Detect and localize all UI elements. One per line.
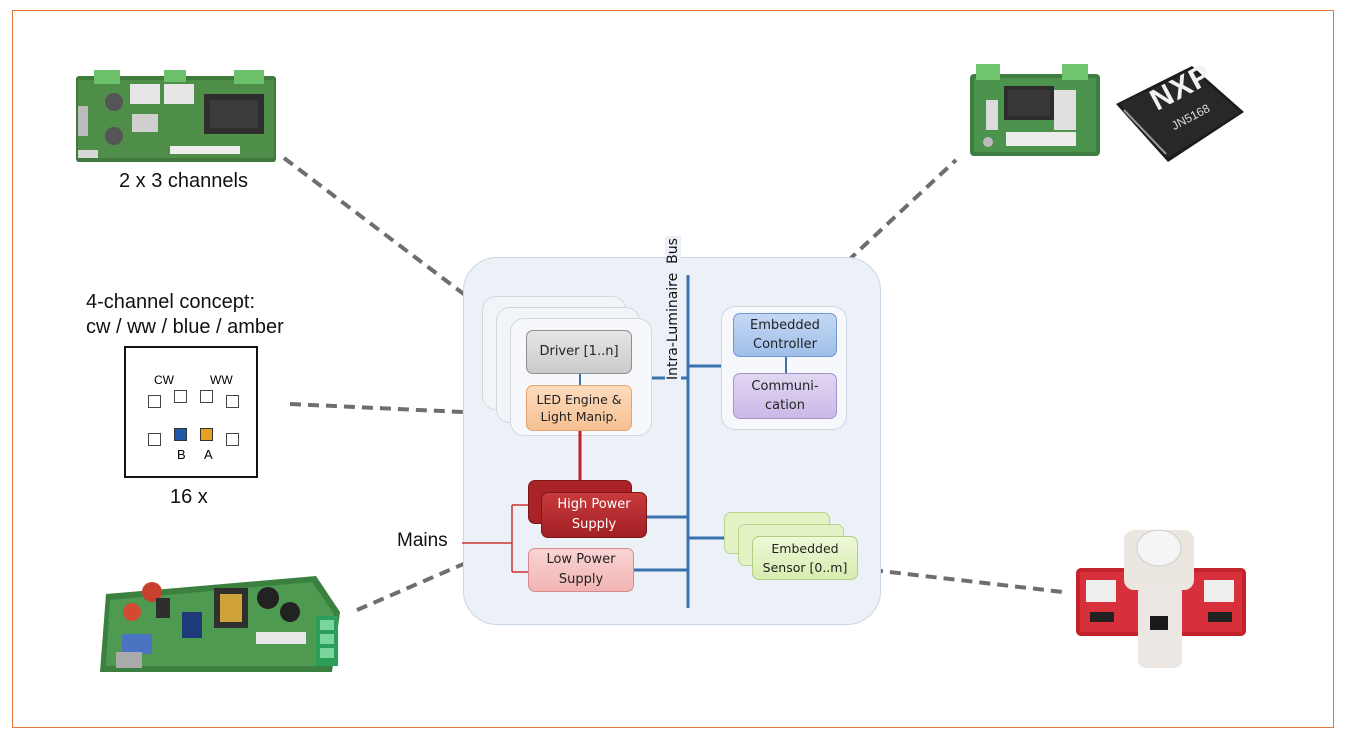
driver-board-photo: [76, 70, 276, 162]
high-power-label-line1: High Power: [557, 497, 631, 512]
controller-label-line1: Embedded: [750, 318, 820, 333]
mains-label: Mains: [397, 530, 448, 551]
nxp-chip-photo: [1116, 66, 1244, 162]
low-power-label-line1: Low Power: [546, 552, 616, 567]
sensor-label-line1: Embedded: [771, 541, 839, 556]
power-supply-board-photo: [100, 576, 340, 672]
driver-board-caption: 2 x 3 channels: [119, 170, 248, 192]
low-power-label-line2: Supply: [558, 572, 604, 587]
label-b: B: [177, 447, 186, 462]
concept-title-line1: 4-channel concept:: [86, 291, 256, 313]
driver-label: Driver [1..n]: [539, 344, 619, 359]
led-cw-2: [174, 390, 187, 403]
connector-sensor-board: [871, 568, 1064, 594]
embedded-sensor-box: Embedded Sensor [0..m]: [752, 536, 858, 580]
led-ww-1: [200, 390, 213, 403]
communication-label-line2: cation: [764, 398, 805, 413]
bus-label: Intra-Luminaire Bus: [665, 236, 681, 382]
label-ww: WW: [210, 373, 233, 387]
high-power-supply-box: High Power Supply: [541, 492, 647, 538]
sensor-label-line2: Sensor [0..m]: [762, 560, 848, 575]
led-blue: [174, 428, 187, 441]
led-white-4: [226, 433, 239, 446]
led-ww-2: [226, 395, 239, 408]
connector-controller-board: [806, 158, 958, 300]
embedded-controller-box: Embedded Controller: [733, 313, 837, 357]
led-cw-1: [148, 395, 161, 408]
label-cw: CW: [154, 373, 174, 387]
led-engine-box: LED Engine & Light Manip.: [526, 385, 632, 431]
controller-label-line2: Controller: [753, 337, 817, 352]
low-power-supply-box: Low Power Supply: [528, 548, 634, 592]
led-engine-label-line2: Light Manip.: [540, 409, 618, 424]
communication-label-line1: Communi-: [751, 379, 819, 394]
communication-box: Communi- cation: [733, 373, 837, 419]
connector-power-board: [356, 554, 483, 612]
led-amber: [200, 428, 213, 441]
connector-driver-board: [282, 156, 508, 328]
controller-board-photo: [970, 64, 1100, 156]
high-power-label-line2: Supply: [571, 517, 617, 532]
sensor-board-photo: [1076, 529, 1246, 668]
led-engine-label-line1: LED Engine &: [536, 392, 622, 407]
label-a: A: [204, 447, 213, 462]
concept-count: 16 x: [170, 486, 208, 508]
led-white-3: [148, 433, 161, 446]
driver-box: Driver [1..n]: [526, 330, 632, 374]
concept-title-line2: cw / ww / blue / amber: [86, 316, 284, 338]
concept-led-panel: CW WW B A: [124, 346, 258, 478]
figure-frame: [12, 10, 1334, 728]
connector-concept: [289, 402, 485, 415]
